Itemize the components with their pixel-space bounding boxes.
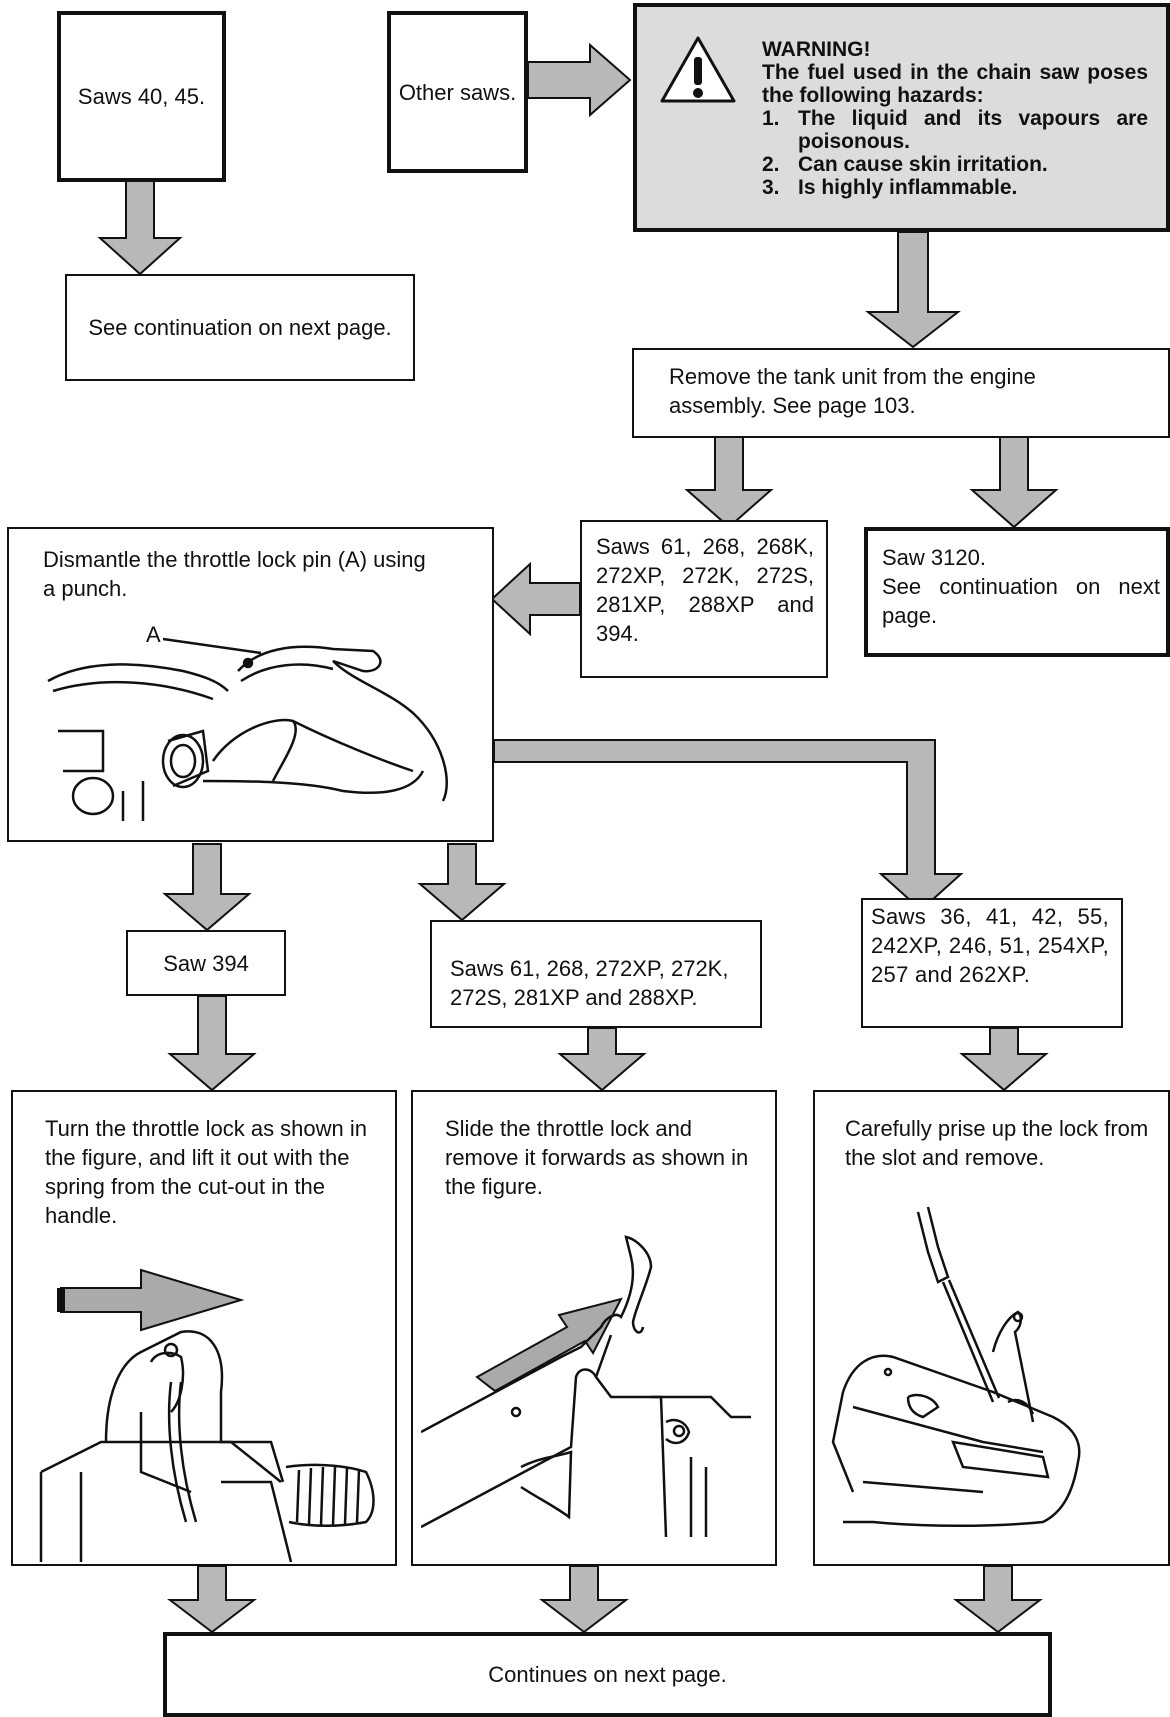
other-saws-label: Other saws. [398, 79, 517, 105]
arrow-down-icon [97, 179, 183, 276]
arrow-down-icon [539, 1565, 629, 1634]
prise-step-box: Carefully prise up the lock from the slo… [813, 1090, 1170, 1566]
arrow-down-icon [417, 843, 507, 922]
prise-step-label: Carefully prise up the lock from the slo… [845, 1116, 1149, 1170]
saws-group-b-label: Saws 61, 268, 272XP, 272K, 272S, 281XP a… [450, 956, 729, 1010]
arrow-down-icon [959, 1027, 1049, 1092]
saw-3120-box: Saw 3120. See continuation on next page. [864, 527, 1170, 657]
saw-394-label: Saw 394 [163, 950, 249, 976]
turn-step-box: Turn the throttle lock as shown in the f… [11, 1090, 397, 1566]
hazard-item: 2. Can cause skin irritation. [762, 153, 1048, 176]
dismantle-box: Dismantle the throttle lock pin (A) usin… [7, 527, 494, 842]
throttle-handle-figure [47, 637, 448, 821]
saw-3120-note: See continuation on next page. [882, 574, 1160, 628]
hazard-item: 3. Is highly inflammable. [762, 176, 1018, 199]
remove-tank-box: Remove the tank unit from the engine ass… [632, 348, 1170, 438]
turn-step-label: Turn the throttle lock as shown in the f… [45, 1116, 368, 1228]
pin-label: A [146, 622, 161, 647]
arrow-down-icon [167, 995, 257, 1092]
saws-group-a-box: Saws 61, 268, 268K, 272XP, 272K, 272S, 2… [580, 520, 828, 678]
slide-step-label: Slide the throttle lock and remove it fo… [445, 1116, 749, 1199]
arrow-down-icon [865, 231, 961, 349]
arrow-down-icon [162, 843, 252, 932]
warning-intro: The fuel used in the chain saw poses the… [762, 61, 1148, 107]
saws-40-45-label: Saws 40, 45. [77, 84, 206, 109]
arrow-down-icon [493, 739, 964, 912]
other-saws-box: Other saws. [387, 11, 528, 173]
saws-group-a-label: Saws 61, 268, 268K, 272XP, 272K, 272S, 2… [596, 534, 814, 646]
see-continuation-box: See continuation on next page. [65, 274, 415, 381]
arrow-down-icon [557, 1027, 647, 1092]
prise-lock-figure [831, 1206, 1081, 1527]
arrow-down-icon [969, 435, 1059, 529]
slide-step-box: Slide the throttle lock and remove it fo… [411, 1090, 777, 1566]
saws-40-45-box: Saws 40, 45. [57, 11, 226, 182]
continues-box: Continues on next page. [163, 1632, 1052, 1717]
arrow-left-icon [490, 561, 581, 637]
warning-title: WARNING! [762, 38, 871, 61]
saw-394-box: Saw 394 [126, 930, 286, 996]
remove-tank-label: Remove the tank unit from the engine ass… [669, 364, 1036, 418]
see-continuation-label: See continuation on next page. [88, 315, 392, 340]
dismantle-label: Dismantle the throttle lock pin (A) usin… [43, 547, 426, 601]
warning-triangle-icon [660, 36, 736, 103]
arrow-down-icon [167, 1565, 257, 1634]
warning-box: WARNING! The fuel used in the chain saw … [633, 3, 1170, 232]
hazard-list: 1. The liquid and its vapours are poison… [762, 107, 1148, 199]
slide-lock-figure [421, 1235, 751, 1537]
continues-label: Continues on next page. [488, 1662, 727, 1687]
arrow-down-icon [953, 1565, 1043, 1634]
saws-group-b-box: Saws 61, 268, 272XP, 272K, 272S, 281XP a… [430, 920, 762, 1028]
hazard-item: 1. The liquid and its vapours are poison… [762, 107, 1148, 153]
arrow-right-icon [527, 42, 632, 118]
saws-group-c-box: Saws 36, 41, 42, 55, 242XP, 246, 51, 254… [861, 898, 1123, 1028]
saws-group-c-label: Saws 36, 41, 42, 55, 242XP, 246, 51, 254… [871, 904, 1109, 987]
turn-lock-figure [39, 1268, 375, 1562]
saw-3120-title: Saw 3120. [882, 545, 986, 570]
arrow-down-icon [684, 435, 774, 529]
